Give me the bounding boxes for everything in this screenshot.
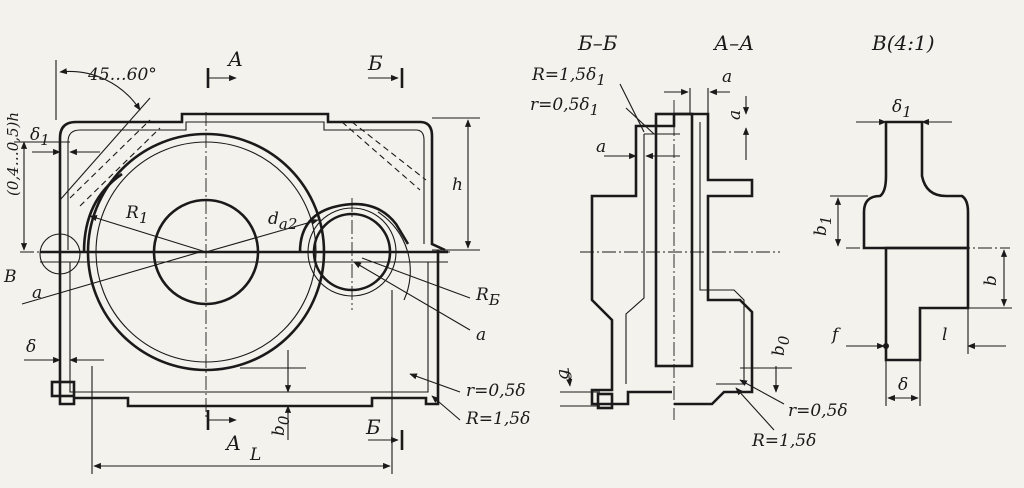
detail-view: В(4:1) δ1 b1 b f l δ bbox=[811, 31, 1012, 406]
L-label: L bbox=[249, 445, 261, 465]
section-R-top-label: R=1,5δ1 bbox=[531, 65, 606, 89]
r-label: r=0,5δ bbox=[466, 381, 526, 401]
section-b0-label: b0 bbox=[769, 335, 793, 356]
h-label: h bbox=[452, 175, 463, 195]
section-r-top-label: r=0,5δ1 bbox=[530, 95, 599, 119]
cut-b-bottom-label: Б bbox=[365, 415, 381, 439]
section-a-left-label: a bbox=[596, 137, 606, 157]
a-left-label: a bbox=[32, 283, 42, 303]
section-a-vert-label: a bbox=[725, 110, 745, 120]
base-inner-wall bbox=[69, 262, 429, 393]
detail-f-label: f bbox=[830, 325, 841, 345]
delta-label: δ bbox=[26, 337, 36, 357]
R-label: R=1,5δ bbox=[465, 409, 530, 429]
section-aa-outline bbox=[674, 112, 754, 406]
RB-label: RБ bbox=[475, 285, 500, 309]
a-right-label: a bbox=[476, 325, 486, 345]
detail-l-label: l bbox=[942, 325, 947, 345]
detail-b-mark: В bbox=[3, 267, 17, 287]
section-a-top-label: a bbox=[722, 67, 732, 87]
detail-b-circle bbox=[39, 233, 81, 275]
b0-label: b0 bbox=[269, 415, 293, 436]
detail-b1-label: b1 bbox=[811, 216, 835, 236]
section-g-label: g bbox=[553, 369, 573, 380]
cut-a-bottom-label: А bbox=[224, 431, 241, 455]
section-R-bottom-label: R=1,5δ bbox=[751, 431, 816, 451]
main-delta1-label: δ1 bbox=[30, 125, 50, 149]
detail-v-title: В(4:1) bbox=[871, 31, 935, 55]
detail-lower-flange bbox=[884, 246, 970, 362]
detail-delta-label: δ bbox=[898, 375, 908, 395]
housing-cover-outline bbox=[58, 112, 446, 252]
section-bb-outline bbox=[590, 114, 676, 406]
housing-base-outline bbox=[58, 250, 440, 408]
detail-upper-flange bbox=[862, 120, 970, 250]
cover-inner-wall bbox=[67, 121, 425, 250]
cut-b-top-label: Б bbox=[367, 51, 383, 75]
section-view: Б–Б А–А R=1,5δ1 r=0,5δ1 a a bbox=[530, 31, 848, 451]
da2-label: da2 bbox=[268, 209, 297, 233]
R1-label: R1 bbox=[125, 203, 148, 227]
section-bb-title: Б–Б bbox=[577, 31, 618, 55]
section-r-bottom-label: r=0,5δ bbox=[788, 401, 848, 421]
section-aa-title: А–А bbox=[712, 31, 754, 55]
main-view: 45…60° (0,4…0,5)h δ1 h R1 da2 А Б А Б В … bbox=[3, 47, 530, 474]
detail-b-label: b bbox=[981, 275, 1001, 286]
cut-a-top-label: А bbox=[226, 47, 243, 71]
wall-ratio-label: (0,4…0,5)h bbox=[4, 112, 22, 196]
detail-delta1-label: δ1 bbox=[892, 97, 912, 121]
angle-label: 45…60° bbox=[87, 65, 157, 85]
